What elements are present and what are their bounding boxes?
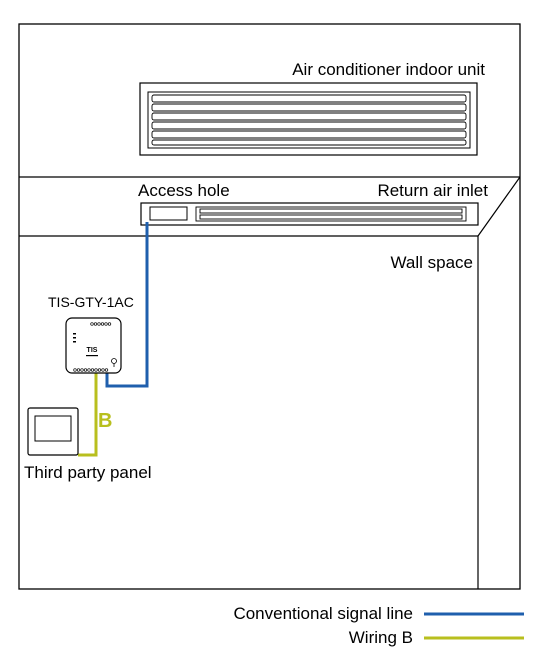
signal-line — [105, 222, 149, 388]
room-outline — [18, 23, 521, 590]
device-top-terminals — [90, 322, 112, 326]
access-hole — [149, 206, 188, 221]
device-label: TIS-GTY-1AC — [48, 294, 134, 310]
wiring-b-line — [78, 372, 98, 457]
ac-louvers — [151, 94, 467, 146]
legend: Conventional signal line Wiring B — [233, 604, 524, 647]
wiring-b-letter: B — [98, 410, 112, 432]
device-logo-underline — [86, 355, 98, 357]
device-status-icon — [111, 358, 117, 367]
perspective-edge — [477, 176, 521, 237]
device-bottom-terminals — [73, 368, 109, 372]
panel-label: Third party panel — [24, 463, 152, 482]
third-party-panel — [27, 407, 79, 456]
return-air-inlet — [195, 206, 467, 222]
device-side-marks — [73, 333, 76, 343]
legend-wiring-label: Wiring B — [349, 628, 413, 647]
panel-screen — [34, 415, 72, 442]
wall-space-label: Wall space — [390, 253, 473, 272]
legend-signal-label: Conventional signal line — [233, 604, 413, 623]
gateway-device: TIS — [65, 317, 122, 374]
ac-unit-label: Air conditioner indoor unit — [292, 60, 485, 79]
ceiling-panel — [140, 202, 479, 226]
device-logo: TIS — [87, 347, 98, 354]
return-air-label: Return air inlet — [377, 181, 488, 200]
ac-indoor-unit — [139, 82, 478, 156]
access-hole-label: Access hole — [138, 181, 230, 200]
